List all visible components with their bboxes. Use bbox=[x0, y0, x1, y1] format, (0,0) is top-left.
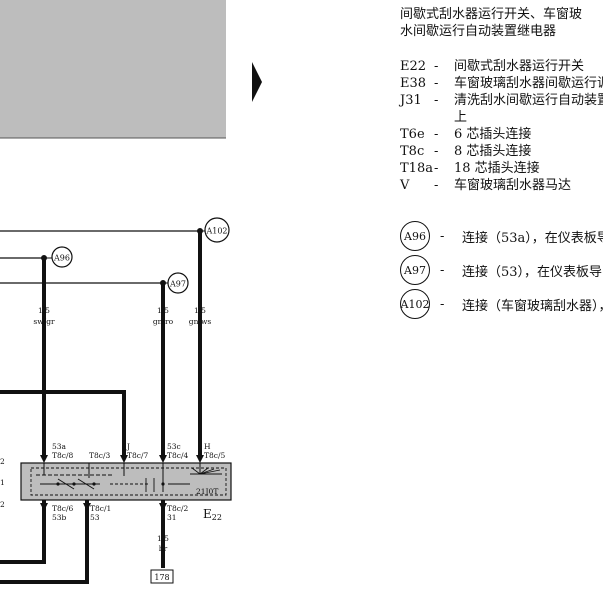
pin-label: T8c/6 bbox=[52, 504, 74, 513]
pin-label: H bbox=[204, 442, 211, 451]
arrow-31 bbox=[159, 503, 167, 511]
pin-label: J bbox=[126, 442, 130, 451]
wire-label-color: br bbox=[159, 544, 168, 553]
legend-item: E38 - 车窗玻璃刮水器间歇运行调 bbox=[400, 75, 603, 92]
legend-desc: 8 芯插头连接 bbox=[454, 144, 532, 159]
legend-dash: - bbox=[434, 127, 439, 142]
legend-dash: - bbox=[434, 59, 439, 74]
legend-code: V bbox=[400, 178, 410, 193]
wire-j bbox=[0, 390, 126, 458]
pin-label: 53c bbox=[167, 442, 181, 451]
legend-dash: - bbox=[434, 178, 439, 193]
page-arrow-icon bbox=[252, 62, 262, 102]
pin-label: 53b bbox=[52, 513, 67, 522]
wire-label-color: sw/gr bbox=[33, 317, 55, 326]
wire-label-size: 1.5 bbox=[38, 306, 50, 315]
legend-dash: - bbox=[440, 296, 445, 312]
connector-a102: A102 bbox=[200, 217, 230, 243]
legend-dash: - bbox=[440, 228, 445, 244]
legend-desc: 间歇式刮水器运行开关 bbox=[454, 59, 585, 74]
left-mark: 2 bbox=[0, 457, 5, 466]
component-name: E22 bbox=[203, 507, 222, 522]
connector-a97-label: A97 bbox=[169, 280, 186, 289]
arrow-53b bbox=[40, 503, 48, 511]
connection-desc: 连接（车窗玻璃刮水器）， bbox=[462, 298, 603, 314]
legend-desc: 清洗刮水间歇运行自动装置 bbox=[453, 93, 603, 108]
legend-desc-continuation: 上 bbox=[454, 110, 468, 125]
wire-label-color: gn/ro bbox=[153, 317, 174, 326]
legend-dash: - bbox=[433, 93, 439, 108]
legend-heading-line2: 水间歇运行自动装置继电器 bbox=[400, 24, 557, 39]
arrow-h bbox=[196, 455, 204, 463]
legend-item: T6e - 6 芯插头连接 bbox=[400, 126, 603, 143]
connector-a97: A97 bbox=[163, 272, 189, 294]
legend-code: T6e bbox=[400, 127, 425, 142]
legend-dash: - bbox=[434, 161, 439, 176]
pin-label: 31 bbox=[167, 513, 177, 522]
pin-label: T8c/8 bbox=[52, 451, 74, 460]
pin-label: T8c/5 bbox=[204, 451, 226, 460]
wire-53 bbox=[0, 500, 89, 584]
legend-item: V - 车窗玻璃刮水器马达 bbox=[400, 177, 603, 194]
pin-label: T8c/3 bbox=[89, 451, 111, 460]
arrow-j bbox=[120, 455, 128, 463]
connection-desc: 连接（53a），在仪表板导 bbox=[462, 230, 603, 246]
ground-ref-box bbox=[150, 569, 174, 584]
legend-item: J31 - 清洗刮水间歇运行自动装置 bbox=[400, 92, 603, 109]
switch-e22: 21J0T bbox=[20, 462, 232, 501]
legend-item: E22 - 间歇式刮水器运行开关 bbox=[400, 58, 603, 75]
wire-label-size: 1.5 bbox=[157, 306, 169, 315]
pin-label: T8c/7 bbox=[127, 451, 149, 460]
switch-e22-body bbox=[20, 462, 232, 501]
connection-circle: A102 bbox=[400, 289, 430, 319]
switch-e22-inner-frame bbox=[30, 467, 227, 496]
legend-code: T8c bbox=[400, 144, 425, 159]
legend-code: E38 bbox=[400, 76, 427, 91]
connection-legend-item: A96 - 连接（53a），在仪表板导 bbox=[400, 221, 603, 251]
legend-desc: 18 芯插头连接 bbox=[454, 161, 540, 176]
wire-label-size: 1.5 bbox=[194, 306, 206, 315]
legend-desc: 6 芯插头连接 bbox=[454, 127, 532, 142]
legend-code: E22 bbox=[400, 59, 427, 74]
connection-circle: A97 bbox=[400, 255, 430, 285]
wire-53b bbox=[0, 500, 46, 564]
arrow-53c bbox=[159, 455, 167, 463]
pin-label: T8c/2 bbox=[167, 504, 189, 513]
connection-legend-item: A97 - 连接（53），在仪表板导 bbox=[400, 255, 602, 285]
connection-desc: 连接（53），在仪表板导 bbox=[462, 264, 603, 280]
connector-a96-label: A96 bbox=[53, 254, 70, 263]
arrow-53 bbox=[83, 503, 91, 511]
title-block bbox=[0, 0, 226, 138]
legend: 间歇式刮水器运行开关、车窗玻 水间歇运行自动装置继电器 E22 - 间歇式刮水器… bbox=[400, 6, 603, 194]
pin-label: 53a bbox=[52, 442, 67, 451]
legend-heading: 间歇式刮水器运行开关、车窗玻 水间歇运行自动装置继电器 bbox=[400, 6, 603, 40]
connector-a96: A96 bbox=[44, 246, 73, 268]
legend-item: T8c - 8 芯插头连接 bbox=[400, 143, 603, 160]
pin-label: 53 bbox=[90, 513, 100, 522]
legend-dash: - bbox=[433, 76, 439, 91]
connector-a102-label: A102 bbox=[205, 227, 227, 236]
legend-code: J31 bbox=[400, 93, 422, 108]
ground-ref-label: 178 bbox=[154, 573, 169, 582]
wire-label-size: 1.5 bbox=[157, 534, 169, 543]
legend-item: T18a - 18 芯插头连接 bbox=[400, 160, 603, 177]
left-mark: 1 bbox=[0, 478, 5, 487]
legend-code: T18a bbox=[400, 161, 433, 176]
arrow-53a bbox=[40, 455, 48, 463]
pin-label: T8c/1 bbox=[90, 504, 111, 513]
wire-label-color: gn/ws bbox=[189, 317, 212, 326]
legend-dash: - bbox=[434, 144, 439, 159]
legend-desc: 车窗玻璃刮水器马达 bbox=[454, 178, 572, 193]
connection-legend-item: A102 - 连接（车窗玻璃刮水器）， bbox=[400, 289, 603, 319]
connection-circle: A96 bbox=[400, 221, 430, 251]
legend-desc: 车窗玻璃刮水器间歇运行调 bbox=[453, 76, 603, 91]
legend-heading-line1: 间歇式刮水器运行开关、车窗玻 bbox=[400, 7, 583, 22]
legend-dash: - bbox=[440, 262, 445, 278]
left-mark: 2 bbox=[0, 500, 5, 509]
pin-label: T8c/4 bbox=[167, 451, 189, 460]
switch-code: 21J0T bbox=[196, 487, 218, 496]
